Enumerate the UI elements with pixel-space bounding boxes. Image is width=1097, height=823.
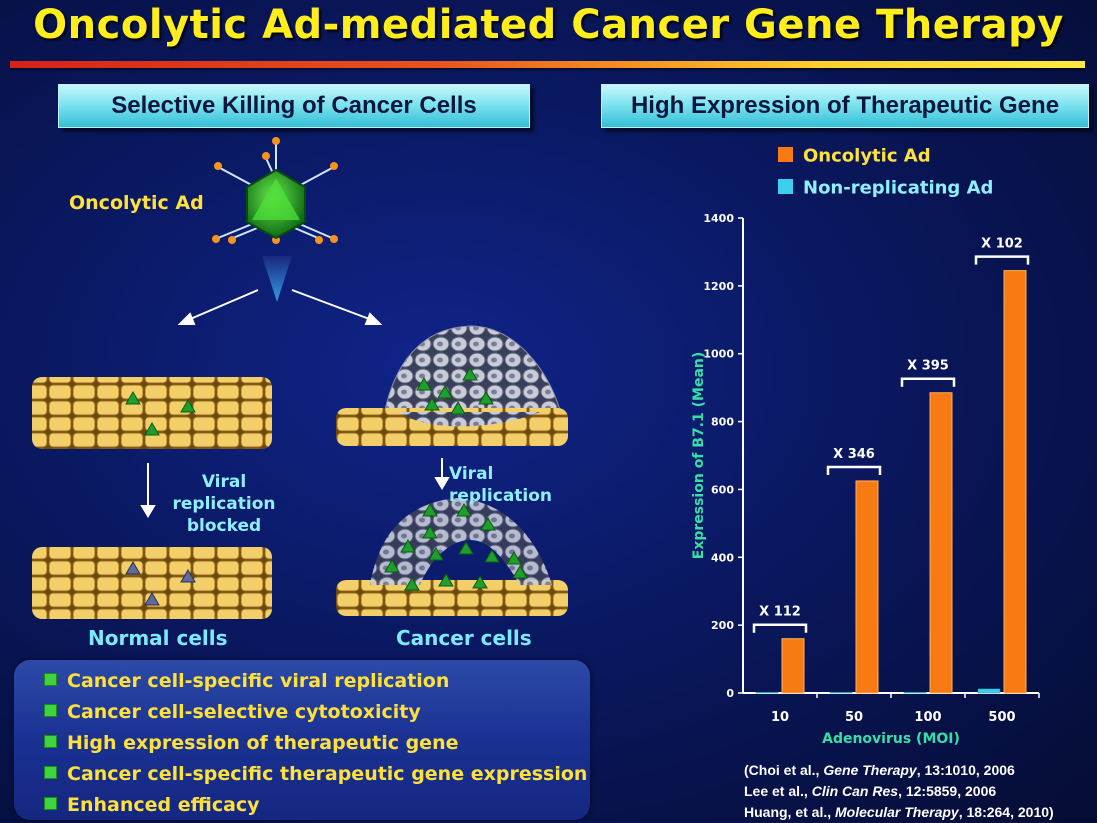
oncolytic-virus-icon bbox=[212, 137, 338, 244]
bar-oncolytic bbox=[781, 638, 805, 694]
reference-line: (Choi et al., Gene Therapy, 13:1010, 200… bbox=[744, 760, 1054, 781]
normal-tissue-after bbox=[32, 547, 272, 619]
bullet-text: Cancer cell-selective cytotoxicity bbox=[67, 701, 421, 723]
normal-tissue-before bbox=[32, 377, 272, 449]
legend-label: Non-replicating Ad bbox=[803, 177, 994, 199]
fold-annotation: X 395 bbox=[907, 359, 949, 374]
bullet-square-icon bbox=[44, 766, 57, 779]
fold-annotation: X 102 bbox=[981, 237, 1023, 252]
fold-bracket bbox=[974, 255, 1030, 265]
reference-line: Lee et al., Clin Can Res, 12:5859, 2006 bbox=[744, 781, 1054, 802]
legend-swatch bbox=[778, 147, 793, 162]
reference-citation: , 12:5859, 2006 bbox=[898, 783, 997, 799]
bullet-item: Enhanced efficacy bbox=[44, 792, 260, 818]
fold-bracket bbox=[752, 623, 808, 633]
tumor-tissue-before bbox=[336, 325, 568, 446]
bar-nonrep bbox=[829, 691, 853, 694]
y-axis-label: Expression of B7.1 (Mean) bbox=[691, 352, 707, 560]
reference-authors: Huang, et al., bbox=[744, 804, 836, 820]
reference-citation: , 18:264, 2010) bbox=[958, 804, 1054, 820]
bullet-item: Cancer cell-specific viral replication bbox=[44, 668, 449, 694]
page-title: Oncolytic Ad-mediated Cancer Gene Therap… bbox=[33, 2, 1064, 48]
fold-bracket bbox=[826, 465, 882, 475]
fold-bracket bbox=[900, 377, 956, 387]
right-section-header: High Expression of Therapeutic Gene bbox=[601, 84, 1089, 128]
x-axis-label: Adenovirus (MOI) bbox=[822, 731, 960, 745]
virus-label: Oncolytic Ad bbox=[69, 192, 204, 214]
fold-annotation: X 112 bbox=[759, 605, 801, 620]
bar-nonrep bbox=[903, 691, 927, 694]
legend-item-nonrep: Non-replicating Ad bbox=[778, 175, 993, 201]
y-tick-label: 400 bbox=[711, 551, 734, 564]
bullet-text: Cancer cell-specific viral replication bbox=[67, 670, 450, 692]
y-tick-label: 1000 bbox=[703, 348, 734, 361]
bar-nonrep bbox=[977, 688, 1001, 694]
branch-arrows bbox=[177, 289, 383, 325]
normal-cells-label: Normal cells bbox=[88, 626, 228, 650]
x-tick-label: 100 bbox=[914, 710, 941, 725]
reference-citation: , 13:1010, 2006 bbox=[916, 762, 1015, 778]
bullet-square-icon bbox=[44, 735, 57, 748]
bullet-item: High expression of therapeutic gene bbox=[44, 730, 459, 756]
down-arrows bbox=[140, 458, 450, 518]
normal-arrow-label-line2: blocked bbox=[186, 516, 262, 536]
bullet-square-icon bbox=[44, 673, 57, 686]
pointer-cone bbox=[262, 256, 292, 302]
cancer-cells-label: Cancer cells bbox=[396, 626, 532, 650]
reference-journal: Clin Can Res bbox=[811, 783, 899, 799]
references: (Choi et al., Gene Therapy, 13:1010, 200… bbox=[744, 760, 1054, 823]
bullet-text: Cancer cell-specific therapeutic gene ex… bbox=[67, 763, 588, 785]
bar-oncolytic bbox=[855, 480, 879, 694]
reference-journal: Gene Therapy bbox=[823, 762, 917, 778]
y-tick-label: 800 bbox=[711, 416, 734, 429]
y-tick-label: 0 bbox=[726, 687, 734, 700]
mechanism-diagram bbox=[32, 137, 568, 619]
reference-line: Huang, et al., Molecular Therapy, 18:264… bbox=[744, 802, 1054, 823]
legend-swatch bbox=[778, 179, 793, 194]
legend-item-oncolytic: Oncolytic Ad bbox=[778, 143, 931, 169]
fold-annotation: X 346 bbox=[833, 447, 875, 462]
y-tick-label: 200 bbox=[711, 619, 734, 632]
bar-oncolytic bbox=[1003, 270, 1027, 694]
x-tick-label: 500 bbox=[988, 710, 1015, 725]
key-points-panel: Cancer cell-specific viral replication C… bbox=[14, 660, 590, 820]
bullet-text: Enhanced efficacy bbox=[67, 794, 260, 816]
bullet-square-icon bbox=[44, 704, 57, 717]
normal-arrow-label-line1: Viral replication bbox=[172, 472, 276, 514]
bullet-text: High expression of therapeutic gene bbox=[67, 732, 459, 754]
y-tick-label: 1400 bbox=[703, 212, 734, 225]
tumor-tissue-lysed bbox=[336, 498, 568, 616]
title-underline bbox=[10, 61, 1085, 68]
legend-label: Oncolytic Ad bbox=[803, 145, 931, 167]
bar-chart: 0 200 400 600 800 1000 1200 1400 10 X 112 50 X 346 1… bbox=[691, 212, 1040, 745]
cancer-arrow-label: Viral replication bbox=[449, 464, 553, 506]
left-section-header: Selective Killing of Cancer Cells bbox=[58, 84, 530, 128]
reference-journal: Molecular Therapy bbox=[835, 804, 959, 820]
x-tick-label: 50 bbox=[845, 710, 863, 725]
bullet-square-icon bbox=[44, 797, 57, 810]
reference-authors: Lee et al., bbox=[744, 783, 812, 799]
reference-authors: (Choi et al., bbox=[744, 762, 824, 778]
y-tick-label: 1200 bbox=[703, 280, 734, 293]
x-tick-label: 10 bbox=[771, 710, 789, 725]
bar-nonrep bbox=[755, 691, 779, 694]
y-tick-label: 600 bbox=[711, 483, 734, 496]
normal-arrow-label: Viral replication blocked bbox=[150, 471, 298, 537]
bullet-item: Cancer cell-selective cytotoxicity bbox=[44, 699, 421, 725]
bar-oncolytic bbox=[929, 392, 953, 694]
bullet-item: Cancer cell-specific therapeutic gene ex… bbox=[44, 761, 587, 787]
